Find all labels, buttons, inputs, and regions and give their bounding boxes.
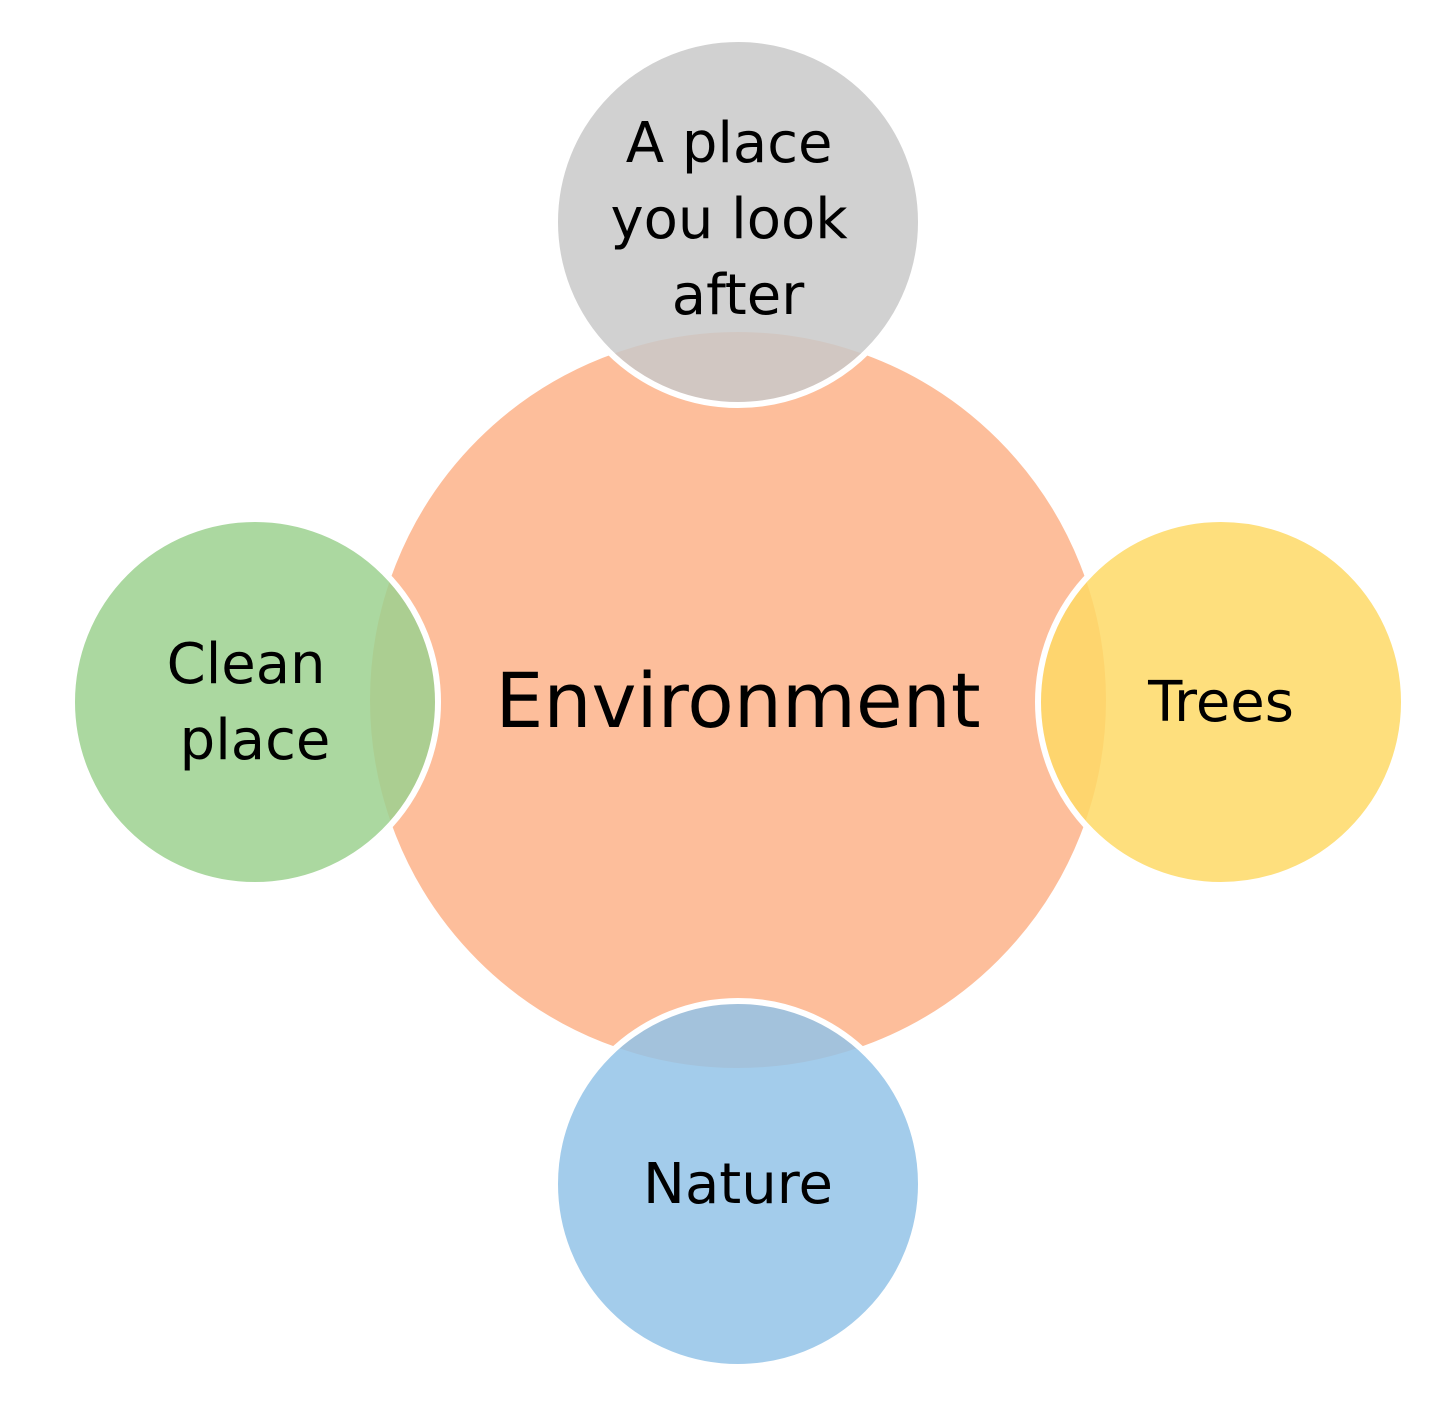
node-label-top-line-1: A place (626, 111, 833, 176)
node-label-left-line-1: Clean (167, 632, 326, 697)
node-label-top-line-2: you look (610, 187, 848, 252)
node-label-left: Clean place (167, 632, 344, 773)
node-circle-right (1035, 516, 1407, 888)
node-label-bottom-line-1: Nature (643, 1152, 833, 1217)
node-label-top: A place you look after (610, 111, 865, 328)
node-circle-top (552, 36, 924, 408)
node-label-bottom: Nature (643, 1152, 833, 1217)
node-label-top-line-3: after (672, 263, 805, 328)
node-circle-left (69, 516, 441, 888)
center-label: Environment (495, 656, 980, 745)
node-circle-bottom (552, 998, 924, 1370)
node-label-right: Trees (1147, 670, 1294, 735)
node-label-left-line-2: place (180, 708, 331, 773)
node-label-right-line-1: Trees (1147, 670, 1294, 735)
